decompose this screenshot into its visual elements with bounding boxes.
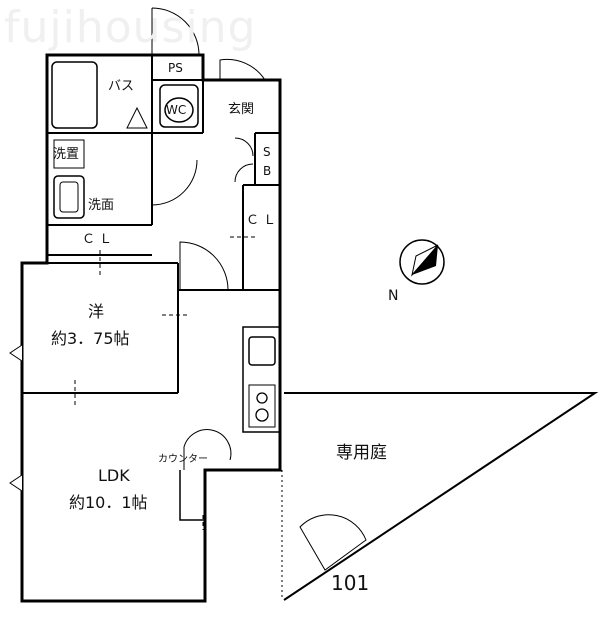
ps-label: PS: [168, 61, 183, 75]
garden-outline: [283, 392, 599, 601]
window-icon: [9, 474, 23, 492]
laundry-label: 洗置: [53, 147, 80, 162]
washbasin: [53, 175, 85, 219]
bath-drain-icon: [126, 106, 148, 129]
door-swings: [151, 7, 367, 571]
compass-north-label: N: [388, 288, 399, 304]
window-icon: [9, 344, 23, 362]
kitchen-counter: [242, 326, 281, 433]
ldk-size: 約10．1帖: [69, 493, 148, 512]
kitchen-sink: [248, 336, 276, 366]
entrance-label: 玄関: [228, 102, 255, 117]
watermark: fujihousing: [4, 2, 257, 53]
laundry-pan: [53, 139, 85, 169]
western-room-size: 約3．75帖: [51, 329, 130, 348]
counter-peninsula: [179, 470, 205, 521]
sb-label-bottom: B: [263, 164, 272, 178]
wc-label: WC: [166, 103, 187, 117]
garden-label: 専用庭: [336, 443, 387, 463]
toilet: [159, 84, 199, 128]
western-room-name: 洋: [88, 302, 105, 321]
bathtub: [51, 61, 98, 129]
counter-label: カウンター: [158, 454, 208, 465]
unit-number: 101: [331, 571, 370, 595]
north-compass: [399, 239, 445, 285]
sb-label-top: S: [263, 145, 271, 159]
closet-label-left: Ｃ Ｌ: [82, 232, 113, 247]
washroom-label: 洗面: [88, 198, 115, 213]
stove: [248, 384, 276, 428]
bath-label: バス: [108, 79, 135, 94]
ldk-name: LDK: [98, 466, 130, 485]
closet-label-right: Ｃ Ｌ: [246, 213, 277, 228]
interior-walls: [22, 55, 280, 520]
